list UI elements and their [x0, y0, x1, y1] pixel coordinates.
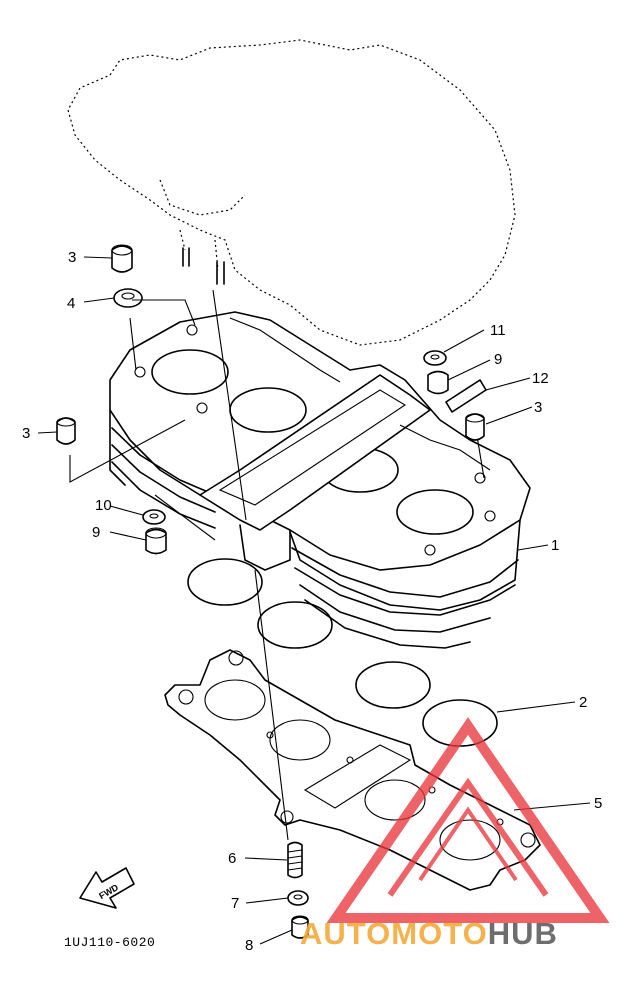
part-code: 1UJ110-6020: [64, 935, 155, 950]
part-3-right: [465, 413, 485, 441]
watermark-part2: HUB: [488, 916, 558, 951]
part-11-nut: [145, 527, 167, 555]
part-12-stud: [445, 379, 487, 413]
o-rings: [187, 558, 498, 747]
callout-10: 9: [494, 351, 502, 368]
callout-labels: 3 4 3 11 9 12 3 10 9 1 2 5 6 7 8: [22, 249, 602, 954]
leader-lines: [37, 256, 591, 945]
part-4-washer: [113, 288, 143, 308]
callout-3-top: 3: [68, 249, 76, 266]
alignment-lines: [129, 289, 485, 841]
small-parts: [56, 244, 487, 939]
part-3-top: [111, 244, 133, 273]
part-9-right: [423, 350, 447, 366]
callout-9-left: 10: [95, 497, 112, 514]
callout-7: 7: [231, 895, 239, 912]
callout-11: 9: [92, 524, 100, 541]
part-6-stud: [287, 841, 303, 879]
callout-8: 8: [245, 937, 253, 954]
part-9-left: [142, 509, 166, 525]
callout-3-left: 3: [22, 425, 30, 442]
watermark-text: AUTOMOTOHUB: [300, 916, 558, 951]
callout-12: 12: [532, 370, 549, 387]
callout-5: 5: [594, 795, 602, 812]
part-8-nut: [291, 915, 309, 939]
cylinder-block: [109, 311, 531, 649]
callout-3-right: 3: [534, 399, 542, 416]
callout-4: 4: [67, 295, 75, 312]
crankcase-studs: [182, 247, 225, 285]
fwd-arrow: FWD: [79, 867, 135, 909]
callout-1: 1: [551, 537, 559, 554]
callout-9-right: 11: [490, 322, 506, 339]
part-7-washer: [287, 890, 309, 906]
callout-6: 6: [228, 850, 236, 867]
watermark-logo: [326, 717, 610, 923]
watermark-part1: AUTOMOTO: [300, 916, 488, 951]
part-10-nut: [427, 370, 449, 395]
callout-2: 2: [579, 694, 587, 711]
part-3-left: [56, 417, 76, 445]
svg-text:AUTOMOTOHUB: AUTOMOTOHUB: [300, 916, 558, 951]
cylinder-gasket: [164, 649, 541, 891]
